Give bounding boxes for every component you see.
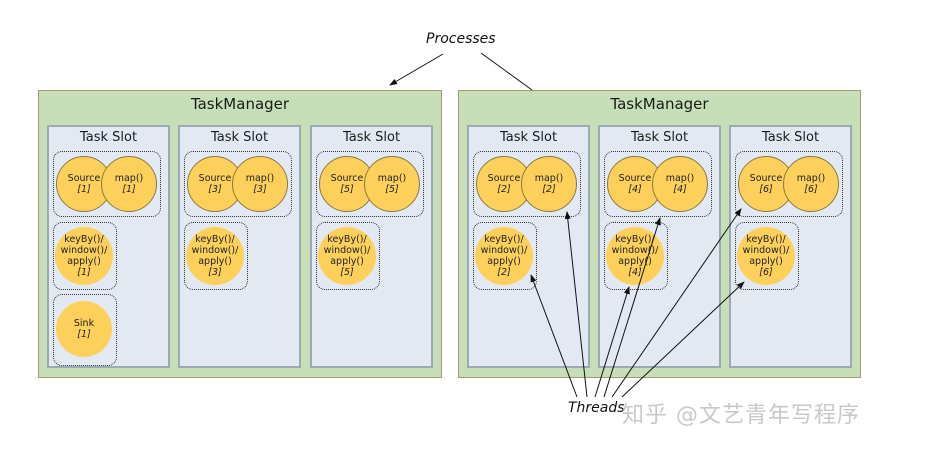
thread-arrow-map-4: [603, 217, 661, 398]
thread-arrow-source-6: [611, 208, 742, 398]
operator-index: [2]: [497, 184, 511, 195]
keyby-window-apply-group: [316, 222, 380, 290]
keyby-window-apply-group: [184, 222, 248, 290]
task-slot-title: Task Slot: [761, 130, 820, 145]
operator-name: apply(): [749, 256, 783, 267]
processes-label: Processes: [426, 31, 496, 47]
map-operator: map()[1]: [101, 156, 157, 212]
source-map-chain-group: [735, 151, 843, 217]
source-map-chain-group: [184, 151, 292, 217]
operator-index: [2]: [497, 267, 511, 278]
source-operator: Source[3]: [187, 156, 243, 212]
operator-name: window()/: [742, 245, 790, 256]
operator-name: map(): [534, 173, 564, 184]
keyby-window-apply-operator: keyBy()/window()/apply()[5]: [318, 227, 376, 285]
keyby-window-apply-operator: keyBy()/window()/apply()[3]: [186, 227, 244, 285]
operator-index: [6]: [759, 184, 773, 195]
operator-name: map(): [665, 173, 695, 184]
operator-index: [6]: [804, 184, 818, 195]
operator-index: [5]: [340, 184, 354, 195]
operator-name: apply(): [618, 256, 652, 267]
operator-name: Source: [198, 173, 232, 184]
operator-name: Source: [67, 173, 101, 184]
operator-name: keyBy()/: [484, 234, 524, 245]
operator-name: map(): [796, 173, 826, 184]
operator-name: Source: [618, 173, 652, 184]
operator-name: Source: [749, 173, 783, 184]
threads-label: Threads: [568, 400, 625, 416]
thread-arrow-keyby-6: [621, 281, 745, 398]
operator-name: keyBy()/: [327, 234, 367, 245]
sink-group: [53, 294, 117, 366]
operator-name: map(): [114, 173, 144, 184]
keyby-window-apply-operator: keyBy()/window()/apply()[2]: [475, 227, 533, 285]
operator-name: apply(): [487, 256, 521, 267]
operator-name: keyBy()/: [746, 234, 786, 245]
map-operator: map()[3]: [232, 156, 288, 212]
operator-index: [6]: [759, 267, 773, 278]
operator-index: [5]: [385, 184, 399, 195]
operator-name: window()/: [191, 245, 239, 256]
operator-index: [4]: [673, 184, 687, 195]
sink-operator: Sink[1]: [56, 301, 112, 357]
operator-name: window()/: [480, 245, 528, 256]
operator-name: window()/: [60, 245, 108, 256]
task-manager-title: TaskManager: [190, 95, 290, 113]
operator-index: [1]: [77, 329, 91, 340]
operator-index: [4]: [628, 267, 642, 278]
operator-name: apply(): [330, 256, 364, 267]
operator-index: [3]: [208, 184, 222, 195]
map-operator: map()[2]: [521, 156, 577, 212]
operator-name: Source: [330, 173, 364, 184]
keyby-window-apply-group: [473, 222, 537, 290]
source-map-chain-group: [316, 151, 424, 217]
operator-name: keyBy()/: [615, 234, 655, 245]
process-arrow-1: [389, 53, 444, 86]
source-map-chain-group: [473, 151, 581, 217]
operator-name: map(): [245, 173, 275, 184]
thread-arrow-keyby-2: [530, 274, 578, 398]
operator-name: apply(): [67, 256, 101, 267]
operator-name: keyBy()/: [64, 234, 104, 245]
operator-index: [3]: [253, 184, 267, 195]
operator-index: [2]: [542, 184, 556, 195]
operator-index: [4]: [628, 184, 642, 195]
keyby-window-apply-group: [53, 222, 117, 290]
operator-name: window()/: [323, 245, 371, 256]
keyby-window-apply-operator: keyBy()/window()/apply()[6]: [737, 227, 795, 285]
thread-arrow-keyby-4: [594, 286, 630, 398]
operator-name: keyBy()/: [195, 234, 235, 245]
watermark: 知乎 @文艺青年写程序: [622, 403, 860, 428]
keyby-window-apply-group: [735, 222, 799, 290]
operator-name: window()/: [611, 245, 659, 256]
operator-index: [1]: [77, 267, 91, 278]
operator-name: Sink: [73, 318, 95, 329]
source-map-chain-group: [604, 151, 712, 217]
operator-name: apply(): [198, 256, 232, 267]
operator-index: [3]: [208, 267, 222, 278]
operator-name: map(): [377, 173, 407, 184]
task-slot-title: Task Slot: [499, 130, 558, 145]
map-operator: map()[6]: [783, 156, 839, 212]
operator-index: [1]: [77, 184, 91, 195]
task-manager-title: TaskManager: [610, 95, 709, 113]
source-map-chain-group: [53, 151, 161, 217]
operator-index: [5]: [340, 267, 354, 278]
operator-index: [1]: [122, 184, 136, 195]
task-slot-title: Task Slot: [79, 130, 138, 145]
task-slot-title: Task Slot: [630, 130, 689, 145]
keyby-window-apply-operator: keyBy()/window()/apply()[1]: [55, 227, 113, 285]
thread-arrow-map-2: [564, 211, 588, 398]
operator-name: Source: [487, 173, 521, 184]
process-arrow-2: [480, 52, 533, 91]
keyby-window-apply-group: [604, 222, 668, 290]
task-slot-title: Task Slot: [210, 130, 269, 145]
map-operator: map()[4]: [652, 156, 708, 212]
map-operator: map()[5]: [364, 156, 420, 212]
task-slot-title: Task Slot: [342, 130, 401, 145]
